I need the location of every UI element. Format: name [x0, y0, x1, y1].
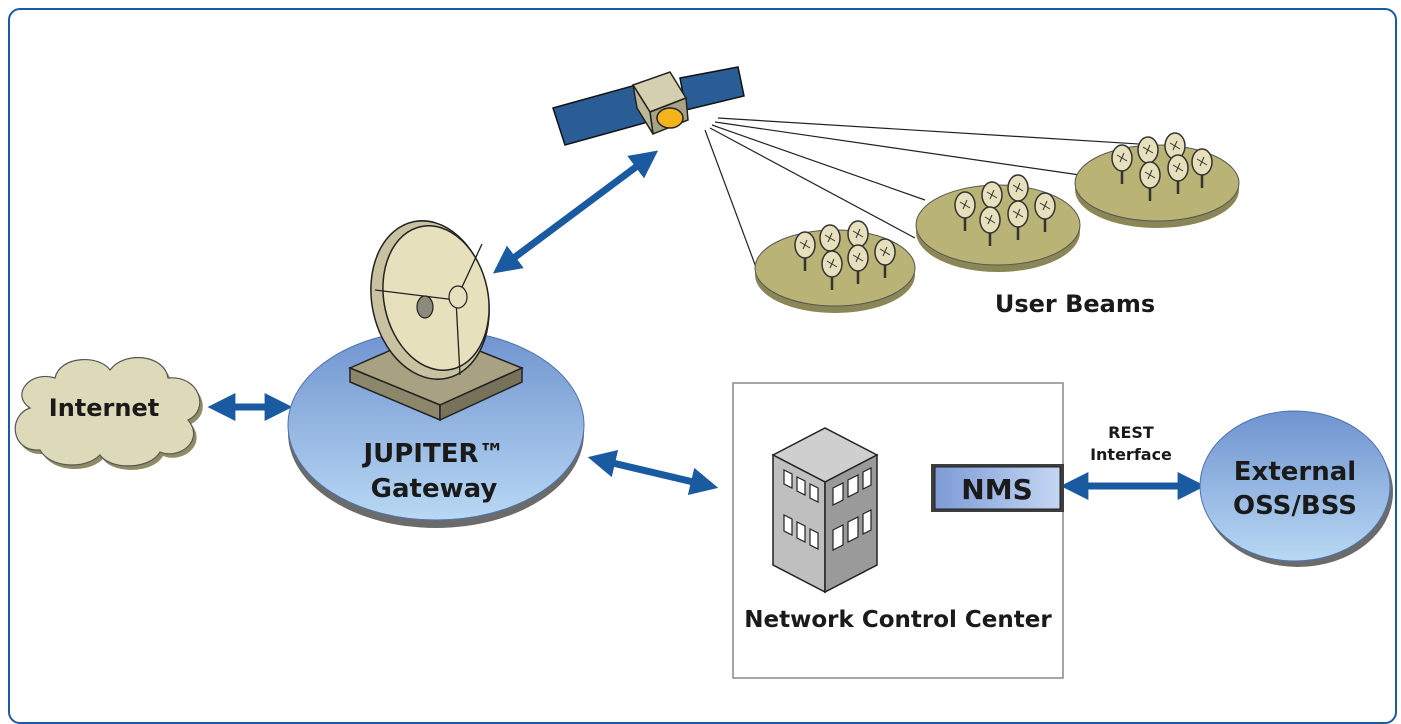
link-arrows — [207, 150, 1206, 500]
user-beam-group-3 — [1074, 131, 1240, 228]
gateway-label-line2: Gateway — [371, 474, 498, 504]
jupiter-gateway: JUPITER™ Gateway — [287, 220, 585, 528]
building-icon — [771, 427, 879, 594]
external-oss-bss: External OSS/BSS — [1199, 410, 1393, 567]
gateway-dish-icon — [348, 220, 524, 422]
user-beam-group-2 — [915, 173, 1081, 272]
nms-label: NMS — [961, 473, 1032, 506]
rest-label-line2: Interface — [1090, 445, 1172, 464]
internet-cloud: Internet — [14, 356, 203, 470]
beam-lines — [704, 117, 1156, 279]
gateway-ncc-arrow — [587, 449, 719, 496]
gateway-label-line1: JUPITER™ — [361, 439, 504, 469]
internet-label: Internet — [49, 394, 159, 422]
network-control-center: NMS Network Control Center — [732, 382, 1064, 679]
rest-label-line1: REST — [1108, 423, 1154, 442]
sat-gateway-arrow — [492, 150, 659, 274]
user-beam-group-1 — [754, 219, 916, 313]
oss-label-line1: External — [1234, 457, 1356, 487]
nms-box: NMS — [931, 464, 1064, 512]
user-beams-label: User Beams — [995, 290, 1155, 318]
satellite-icon — [552, 66, 745, 146]
ncc-label: Network Control Center — [744, 607, 1052, 633]
oss-label-line2: OSS/BSS — [1233, 491, 1357, 521]
